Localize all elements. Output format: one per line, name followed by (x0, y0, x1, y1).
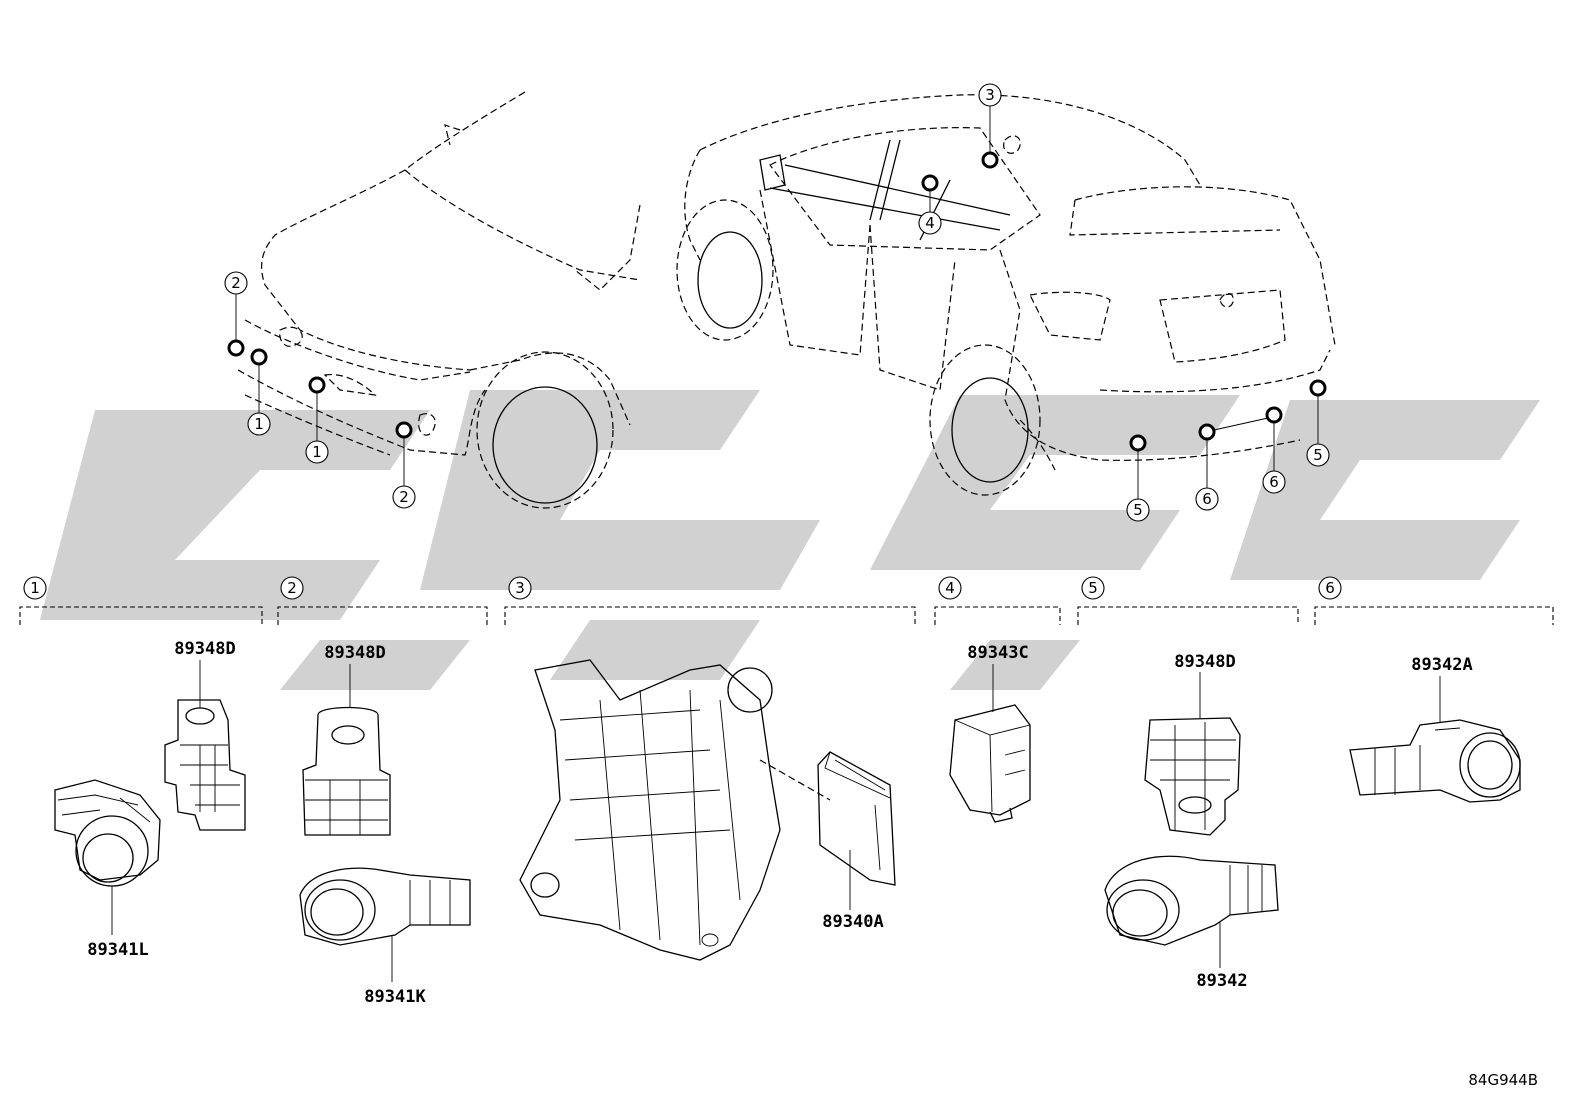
group-1-bracket-drawing (164, 699, 246, 831)
group-5-part-b-label: 89342 (1196, 971, 1247, 991)
group-3-frame-drawing (519, 659, 781, 961)
group-6-sensor-drawing (1349, 719, 1521, 803)
group-header-3: 3 (504, 576, 916, 625)
front-sensor-markers (227, 294, 413, 486)
group-header-2: 2 (277, 576, 488, 625)
group-1-part-a-label: 89348D (174, 639, 235, 659)
group-6-part-label: 89342A (1411, 655, 1472, 675)
group-1-sensor-drawing (54, 779, 161, 887)
front-callout-1: 2 (224, 271, 248, 295)
svg-text:1: 1 (30, 579, 40, 597)
group-header-5: 5 (1077, 576, 1299, 625)
rear-callout-5: 6 (1262, 470, 1286, 494)
rear-callout-1: 3 (978, 83, 1002, 107)
svg-text:6: 6 (1202, 490, 1212, 508)
rear-callout-6: 5 (1306, 443, 1330, 467)
svg-text:4: 4 (945, 579, 955, 597)
group-1-part-b-label: 89341L (87, 940, 148, 960)
svg-text:5: 5 (1133, 501, 1143, 519)
rear-callout-3: 5 (1126, 498, 1150, 522)
group-header-1: 1 (19, 576, 263, 625)
group-5-part-a-label: 89348D (1174, 652, 1235, 672)
group-2-part-a-label: 89348D (324, 643, 385, 663)
svg-text:2: 2 (287, 579, 297, 597)
group-2-sensor-drawing (299, 867, 471, 946)
group-header-4: 4 (934, 576, 1061, 625)
front-callout-2: 1 (247, 412, 271, 436)
group-3-ecu-drawing (817, 751, 896, 886)
rear-vehicle-drawing (676, 94, 1336, 496)
svg-text:3: 3 (515, 579, 525, 597)
diagram-ref-code: 84G944B (1468, 1071, 1538, 1089)
svg-text:1: 1 (312, 443, 322, 461)
svg-text:5: 5 (1313, 446, 1323, 464)
group-header-6: 6 (1314, 576, 1554, 625)
svg-text:4: 4 (925, 214, 935, 232)
svg-text:6: 6 (1325, 579, 1335, 597)
group-3-dashed-link (759, 759, 831, 801)
front-vehicle-drawing (237, 91, 641, 509)
rear-callout-2: 4 (918, 211, 942, 235)
svg-text:3: 3 (985, 86, 995, 104)
front-callout-4: 2 (392, 485, 416, 509)
watermark-logo (40, 390, 1540, 690)
rear-sensor-markers (921, 106, 1327, 499)
group-4-part-label: 89343C (967, 643, 1028, 663)
svg-text:1: 1 (254, 415, 264, 433)
svg-text:2: 2 (231, 274, 241, 292)
front-callout-3: 1 (305, 440, 329, 464)
svg-text:5: 5 (1088, 579, 1098, 597)
rear-callout-4: 6 (1195, 487, 1219, 511)
svg-text:6: 6 (1269, 473, 1279, 491)
group-2-part-b-label: 89341K (364, 987, 426, 1007)
svg-text:2: 2 (399, 488, 409, 506)
group-5-bracket-drawing (1144, 717, 1241, 836)
group-5-sensor-drawing (1104, 855, 1279, 946)
group-3-part-label: 89340A (822, 912, 883, 932)
group-2-bracket-drawing (302, 706, 391, 836)
group-4-module-drawing (949, 704, 1031, 823)
